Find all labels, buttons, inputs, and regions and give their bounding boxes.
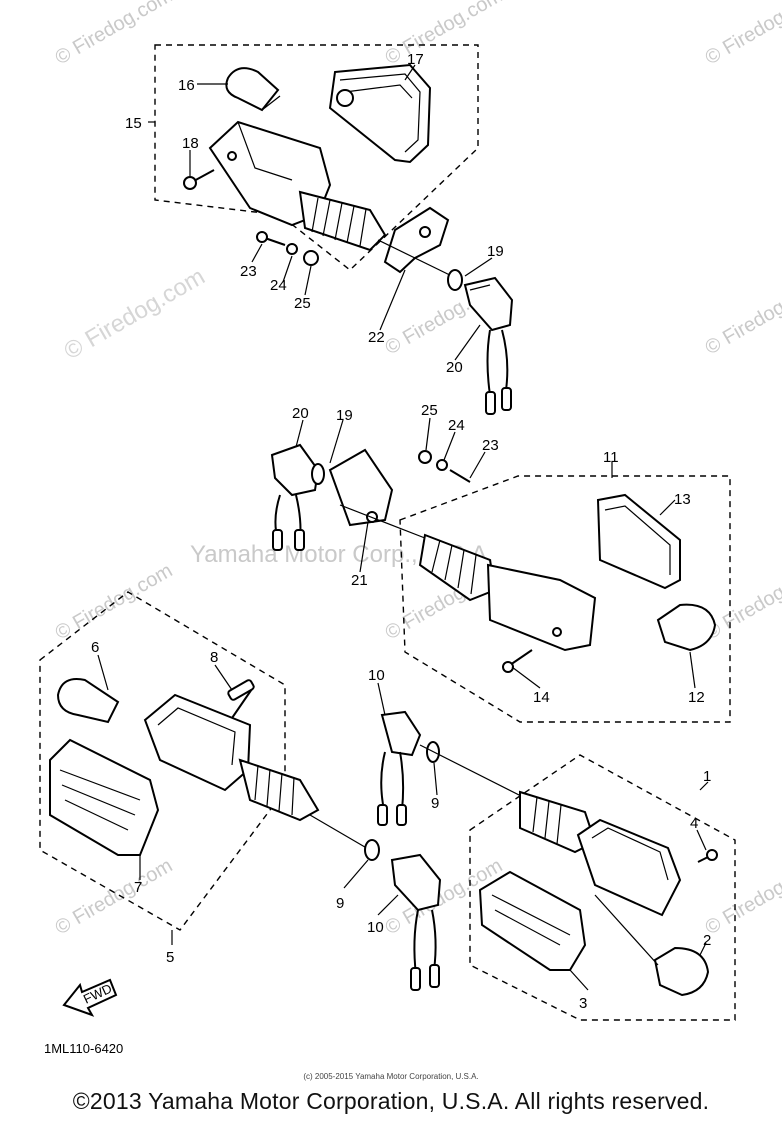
callout-25: 25 <box>294 295 311 312</box>
callout-7: 7 <box>134 879 142 896</box>
callout-4: 4 <box>690 815 698 832</box>
watermark-firedog: © Firedog.com <box>60 263 210 365</box>
callout-20b: 20 <box>292 405 309 422</box>
callout-19: 19 <box>487 243 504 260</box>
leader-lines <box>97 64 709 991</box>
callout-25b: 25 <box>421 402 438 419</box>
assembly-1 <box>377 710 736 1021</box>
callout-24: 24 <box>270 277 287 294</box>
watermark-firedog: © Firedog.com <box>702 855 782 940</box>
copyright-small: (c) 2005-2015 Yamaha Motor Corporation, … <box>303 1072 479 1081</box>
callout-17: 17 <box>407 51 424 68</box>
callout-2: 2 <box>703 932 711 949</box>
callout-20: 20 <box>446 359 463 376</box>
callout-12: 12 <box>688 689 705 706</box>
callout-14: 14 <box>533 689 550 706</box>
callout-9: 9 <box>336 895 344 912</box>
copyright-main: ©2013 Yamaha Motor Corporation, U.S.A. A… <box>72 1088 710 1114</box>
callout-1: 1 <box>703 768 711 785</box>
callout-10b: 10 <box>368 667 385 684</box>
callout-9b: 9 <box>431 795 439 812</box>
fwd-arrow: FWD <box>62 978 118 1017</box>
assembly-15 <box>154 44 514 415</box>
callout-22: 22 <box>368 329 385 346</box>
watermark-firedog: © Firedog.com <box>702 275 782 360</box>
callout-labels: 1 2 3 4 5 6 7 8 9 9 10 10 11 12 13 14 15… <box>91 51 711 1012</box>
watermark-firedog: © Firedog.com <box>702 0 782 69</box>
callout-11: 11 <box>603 449 619 466</box>
callout-23: 23 <box>240 263 257 280</box>
watermark-firedog: © Firedog.com <box>52 855 177 940</box>
watermark-firedog: © Firedog.com <box>382 0 507 69</box>
callout-24b: 24 <box>448 417 465 434</box>
assembly-11 <box>270 443 731 723</box>
watermark-firedog: © Firedog.com <box>52 0 177 69</box>
assembly-5 <box>39 591 442 991</box>
callout-8: 8 <box>210 649 218 666</box>
callout-15: 15 <box>125 115 142 132</box>
callout-19b: 19 <box>336 407 353 424</box>
watermark-firedog: © Firedog.com <box>52 560 177 645</box>
callout-10: 10 <box>367 919 384 936</box>
diagram-code: 1ML110-6420 <box>44 1041 123 1056</box>
callout-3: 3 <box>579 995 587 1012</box>
callout-18: 18 <box>182 135 199 152</box>
callout-21: 21 <box>351 572 368 589</box>
callout-5: 5 <box>166 949 174 966</box>
callout-16: 16 <box>178 77 195 94</box>
callout-13: 13 <box>674 491 691 508</box>
callout-6: 6 <box>91 639 99 656</box>
callout-23b: 23 <box>482 437 499 454</box>
